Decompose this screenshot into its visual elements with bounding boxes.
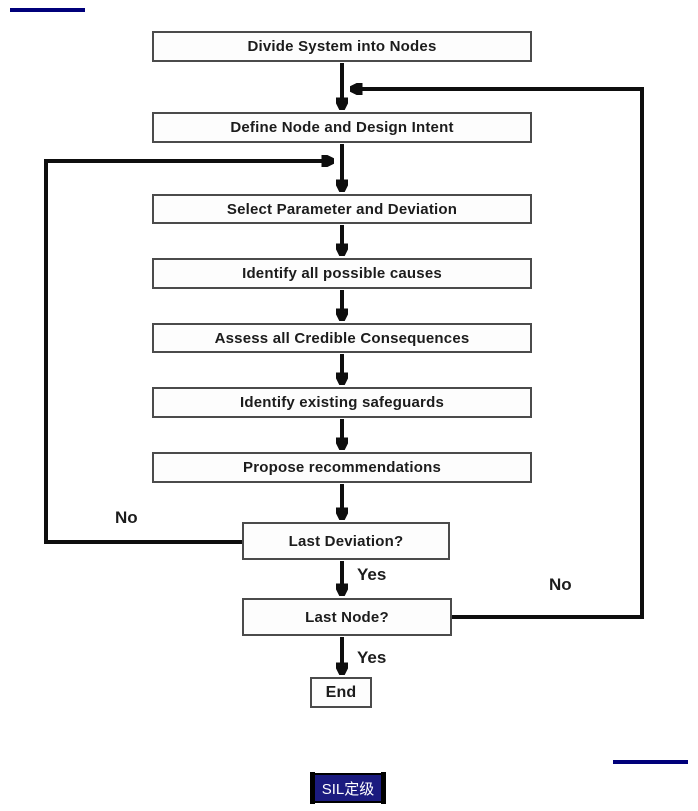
edge-label-last-node-yes: Yes — [357, 648, 387, 667]
edge-label-last-deviation-yes: Yes — [357, 565, 387, 584]
flow-node-select-parameter: Select Parameter and Deviation — [152, 194, 532, 224]
flow-node-identify-safeguards: Identify existing safeguards — [152, 387, 532, 418]
edge-label-last-node-no: No — [549, 575, 572, 594]
flow-node-identify-causes: Identify all possible causes — [152, 258, 532, 289]
flow-node-end: End — [310, 677, 372, 708]
flow-node-divide-system: Divide System into Nodes — [152, 31, 532, 62]
flow-node-define-node: Define Node and Design Intent — [152, 112, 532, 143]
flow-node-assess-consequences: Assess all Credible Consequences — [152, 323, 532, 353]
top-left-navy-rule — [10, 8, 85, 12]
bottom-right-navy-rule — [613, 760, 688, 764]
edge-label-last-deviation-no: No — [115, 508, 138, 527]
flow-node-last-node: Last Node? — [242, 598, 452, 636]
sil-rating-badge: SIL定级 — [310, 772, 386, 804]
flow-node-last-deviation: Last Deviation? — [242, 522, 450, 560]
flow-node-propose-recommendations: Propose recommendations — [152, 452, 532, 483]
